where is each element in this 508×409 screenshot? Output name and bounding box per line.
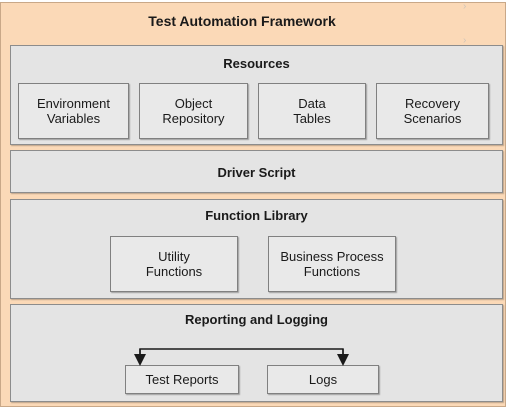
- utility-functions-box: Utility Functions: [110, 236, 238, 292]
- resources-section: Resources Environment Variables Object R…: [10, 45, 503, 145]
- test-reports-box: Test Reports: [125, 365, 239, 394]
- data-tables-box: Data Tables: [258, 83, 366, 139]
- business-process-functions-box: Business Process Functions: [268, 236, 396, 292]
- chevron-right-icon: ›: [463, 35, 467, 46]
- resources-title: Resources: [223, 56, 290, 71]
- diagram-title: Test Automation Framework: [148, 13, 336, 29]
- environment-variables-box: Environment Variables: [18, 83, 129, 139]
- object-repository-box: Object Repository: [139, 83, 248, 139]
- function-library-section: Function Library Utility Functions Busin…: [10, 199, 503, 299]
- reporting-logging-title: Reporting and Logging: [185, 312, 328, 327]
- logs-box: Logs: [267, 365, 379, 394]
- function-library-title: Function Library: [205, 208, 308, 223]
- driver-script-title: Driver Script: [217, 165, 296, 180]
- recovery-scenarios-box: Recovery Scenarios: [376, 83, 489, 139]
- reporting-logging-section: Reporting and Logging Test Reports Logs: [10, 304, 503, 402]
- connector-line: [139, 348, 344, 357]
- connector-arrows: [134, 348, 349, 366]
- chevron-right-icon: ›: [463, 1, 467, 12]
- driver-script-section: Driver Script: [10, 150, 503, 193]
